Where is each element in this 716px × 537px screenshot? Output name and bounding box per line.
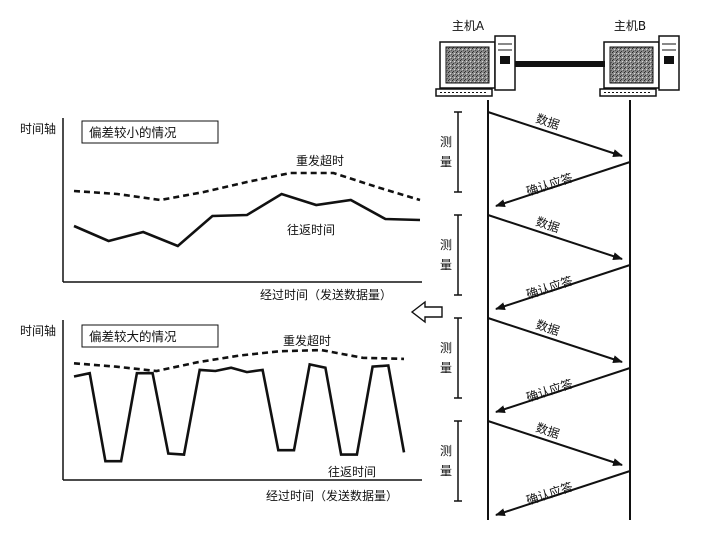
measure-label: 量 <box>440 464 452 478</box>
panel-title-box <box>81 120 219 144</box>
computer-a-icon <box>435 35 516 97</box>
time-axis-label: 时间轴 <box>20 121 56 136</box>
graph-panel-large: 时间轴 偏差较大的情况 重发超时 往返时间 经过时间（发送数据量） <box>20 320 422 503</box>
ack-arrow <box>495 367 631 413</box>
measure-label: 量 <box>440 361 452 375</box>
rtt-label: 往返时间 <box>328 464 376 479</box>
timeout-line <box>73 348 405 373</box>
panel-title: 偏差较小的情况 <box>89 125 177 140</box>
time-axis-label: 时间轴 <box>20 323 56 338</box>
data-label: 数据 <box>534 214 561 236</box>
rtt-line <box>73 192 421 248</box>
data-arrow <box>487 317 623 363</box>
timeout-label: 重发超时 <box>283 333 331 348</box>
data-arrow <box>487 214 623 260</box>
ack-label: 确认应答 <box>524 273 574 302</box>
host-b-label: 主机B <box>614 19 646 33</box>
data-arrow <box>487 111 623 157</box>
network-cable <box>515 61 605 67</box>
measure-label: 测 <box>440 135 452 149</box>
timeout-line <box>73 171 421 202</box>
rtt-line <box>73 362 406 463</box>
ack-label: 确认应答 <box>524 170 574 199</box>
computer-b-icon <box>599 35 680 97</box>
data-label: 数据 <box>534 420 561 442</box>
data-label: 数据 <box>534 317 561 339</box>
rtt-label: 往返时间 <box>287 222 335 237</box>
host-a-label: 主机A <box>452 19 485 33</box>
measure-label: 测 <box>440 341 452 355</box>
measure-label: 测 <box>440 444 452 458</box>
ack-arrow <box>495 161 631 207</box>
measure-label: 测 <box>440 238 452 252</box>
timeout-label: 重发超时 <box>296 153 344 168</box>
ack-arrow <box>495 264 631 310</box>
x-axis-label: 经过时间（发送数据量） <box>260 287 392 302</box>
ack-arrow <box>495 470 631 516</box>
ack-label: 确认应答 <box>524 479 574 508</box>
panel-title-box <box>81 324 219 348</box>
x-axis-label: 经过时间（发送数据量） <box>266 488 398 503</box>
data-label: 数据 <box>534 111 561 133</box>
measure-label: 量 <box>440 258 452 272</box>
ack-label: 确认应答 <box>524 376 574 405</box>
graph-panel-small: 时间轴 偏差较小的情况 重发超时 往返时间 经过时间（发送数据量） <box>20 118 422 302</box>
panel-title: 偏差较大的情况 <box>89 329 177 344</box>
data-arrow <box>487 420 623 466</box>
hollow-left-arrow-icon <box>410 300 443 324</box>
measure-label: 量 <box>440 155 452 169</box>
